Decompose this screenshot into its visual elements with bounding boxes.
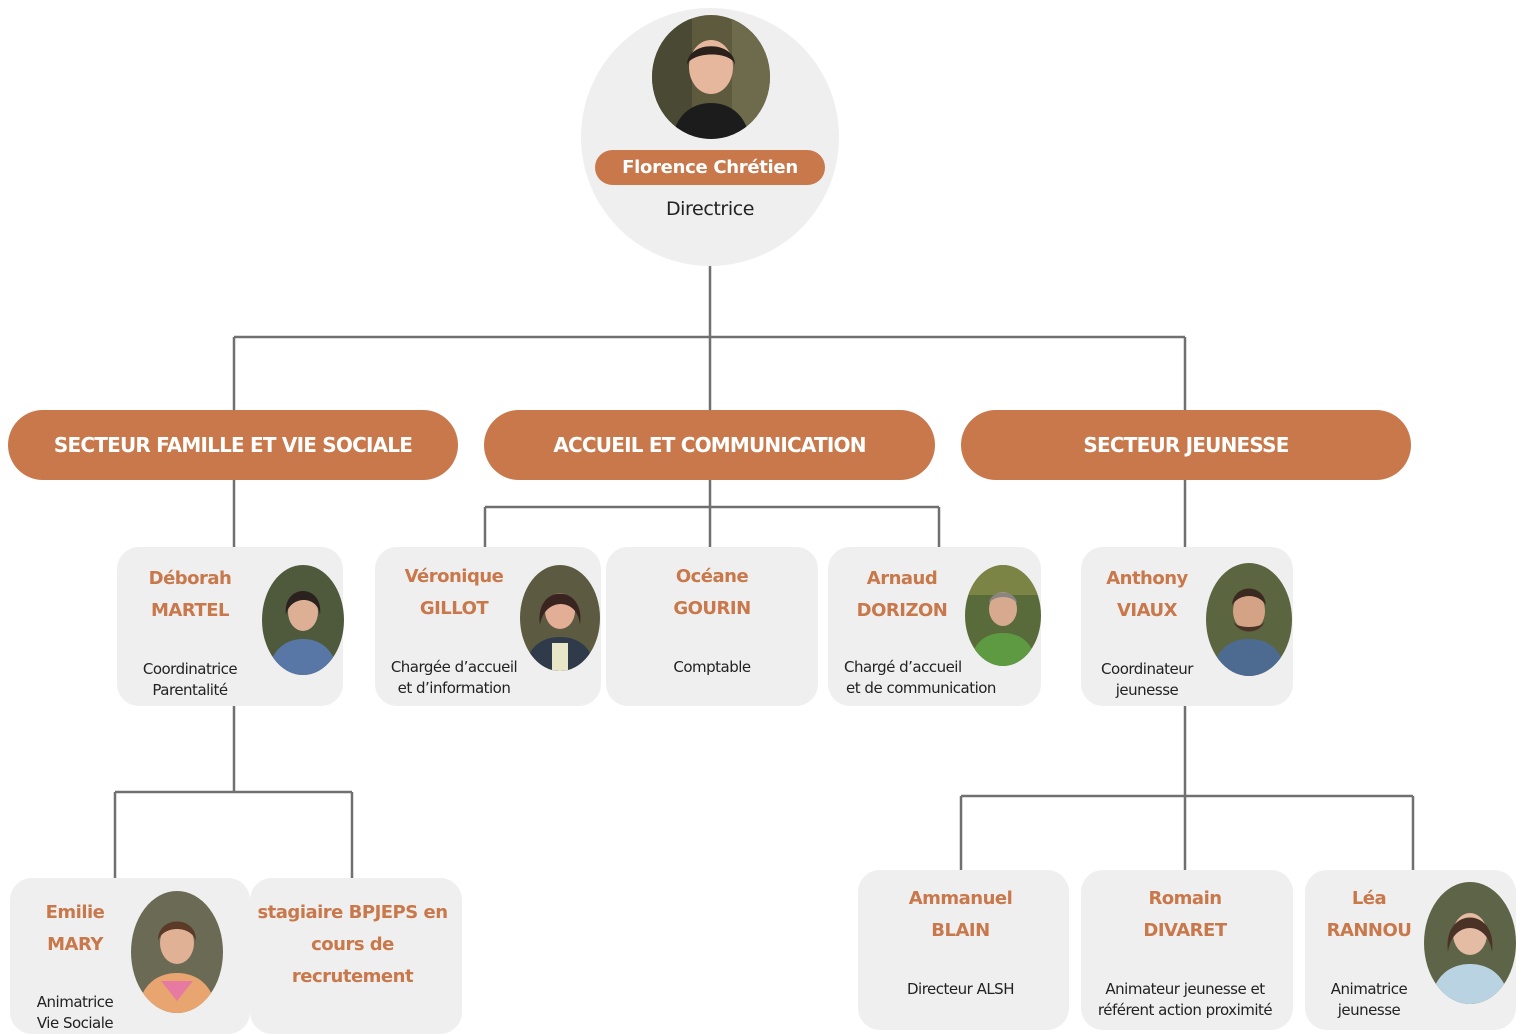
staff-card-romain xyxy=(1081,870,1293,1030)
staff-role: Animatrice xyxy=(36,993,114,1011)
portrait-icon xyxy=(520,565,600,671)
staff-role: et de communication xyxy=(846,679,996,697)
staff-role: Parentalité xyxy=(152,681,228,699)
staff-photo-emilie xyxy=(131,891,223,1013)
staff-role: jeunesse xyxy=(1337,1001,1401,1019)
staff-placeholder-line1: stagiaire BPJEPS en xyxy=(257,902,448,923)
staff-placeholder-line2: cours de recrutement xyxy=(291,934,414,987)
staff-photo-deborah xyxy=(262,565,344,675)
portrait-icon xyxy=(965,565,1041,666)
staff-card-stagiaire xyxy=(250,878,462,1034)
staff-last-name: DORIZON xyxy=(856,600,948,621)
staff-role: Coordinatrice xyxy=(142,660,238,678)
staff-role: Animateur jeunesse et xyxy=(1105,980,1265,998)
staff-last-name: RANNOU xyxy=(1326,920,1412,941)
staff-role: Directeur ALSH xyxy=(906,980,1015,998)
staff-role: Animatrice xyxy=(1330,980,1408,998)
staff-last-name: VIAUX xyxy=(1117,600,1178,621)
staff-photo-arnaud xyxy=(965,565,1041,666)
staff-first-name: Emilie xyxy=(45,902,105,923)
staff-card-oceane xyxy=(606,547,818,706)
staff-role: jeunesse xyxy=(1115,681,1179,699)
staff-first-name: Ammanuel xyxy=(908,888,1013,909)
sector-accueil: ACCUEIL ET COMMUNICATION xyxy=(484,410,935,480)
connector-deborah-to-children xyxy=(113,706,354,880)
staff-role: Chargé d’accueil xyxy=(844,658,962,676)
connector-anthony-to-children xyxy=(959,706,1415,870)
staff-last-name: MARTEL xyxy=(151,600,229,621)
staff-card-ammanuel xyxy=(858,870,1069,1030)
sector-famille: SECTEUR FAMILLE ET VIE SOCIALE xyxy=(8,410,458,480)
staff-first-name: Véronique xyxy=(404,566,504,587)
portrait-icon xyxy=(1424,882,1516,1004)
portrait-icon xyxy=(652,15,770,139)
connector-sector-bar xyxy=(232,335,1187,411)
staff-role: et d’information xyxy=(397,679,511,697)
sector-jeunesse: SECTEUR JEUNESSE xyxy=(961,410,1411,480)
staff-last-name: BLAIN xyxy=(931,920,990,941)
director-photo xyxy=(652,15,770,139)
staff-photo-veronique xyxy=(520,565,600,671)
staff-role: Comptable xyxy=(673,658,751,676)
staff-first-name: Arnaud xyxy=(866,568,938,589)
staff-first-name: Déborah xyxy=(148,568,232,589)
connector-accueil-to-staff xyxy=(483,480,941,547)
staff-last-name: GOURIN xyxy=(673,598,751,619)
staff-last-name: DIVARET xyxy=(1143,920,1227,941)
staff-last-name: GILLOT xyxy=(419,598,489,619)
staff-first-name: Anthony xyxy=(1106,568,1188,589)
staff-first-name: Océane xyxy=(675,566,749,587)
staff-photo-anthony xyxy=(1206,563,1292,676)
director-role: Directrice xyxy=(665,198,755,220)
staff-role: référent action proximité xyxy=(1097,1001,1273,1019)
staff-photo-lea xyxy=(1424,882,1516,1004)
portrait-icon xyxy=(262,565,344,675)
staff-last-name: MARY xyxy=(47,934,103,955)
portrait-icon xyxy=(131,891,223,1013)
staff-role: Chargée d’accueil xyxy=(390,658,518,676)
staff-first-name: Romain xyxy=(1148,888,1222,909)
director-name: Florence Chrétien xyxy=(595,150,825,185)
staff-role: Coordinateur xyxy=(1101,660,1193,678)
portrait-icon xyxy=(1206,563,1292,676)
staff-role: Vie Sociale xyxy=(36,1014,114,1032)
staff-first-name: Léa xyxy=(1351,888,1387,909)
